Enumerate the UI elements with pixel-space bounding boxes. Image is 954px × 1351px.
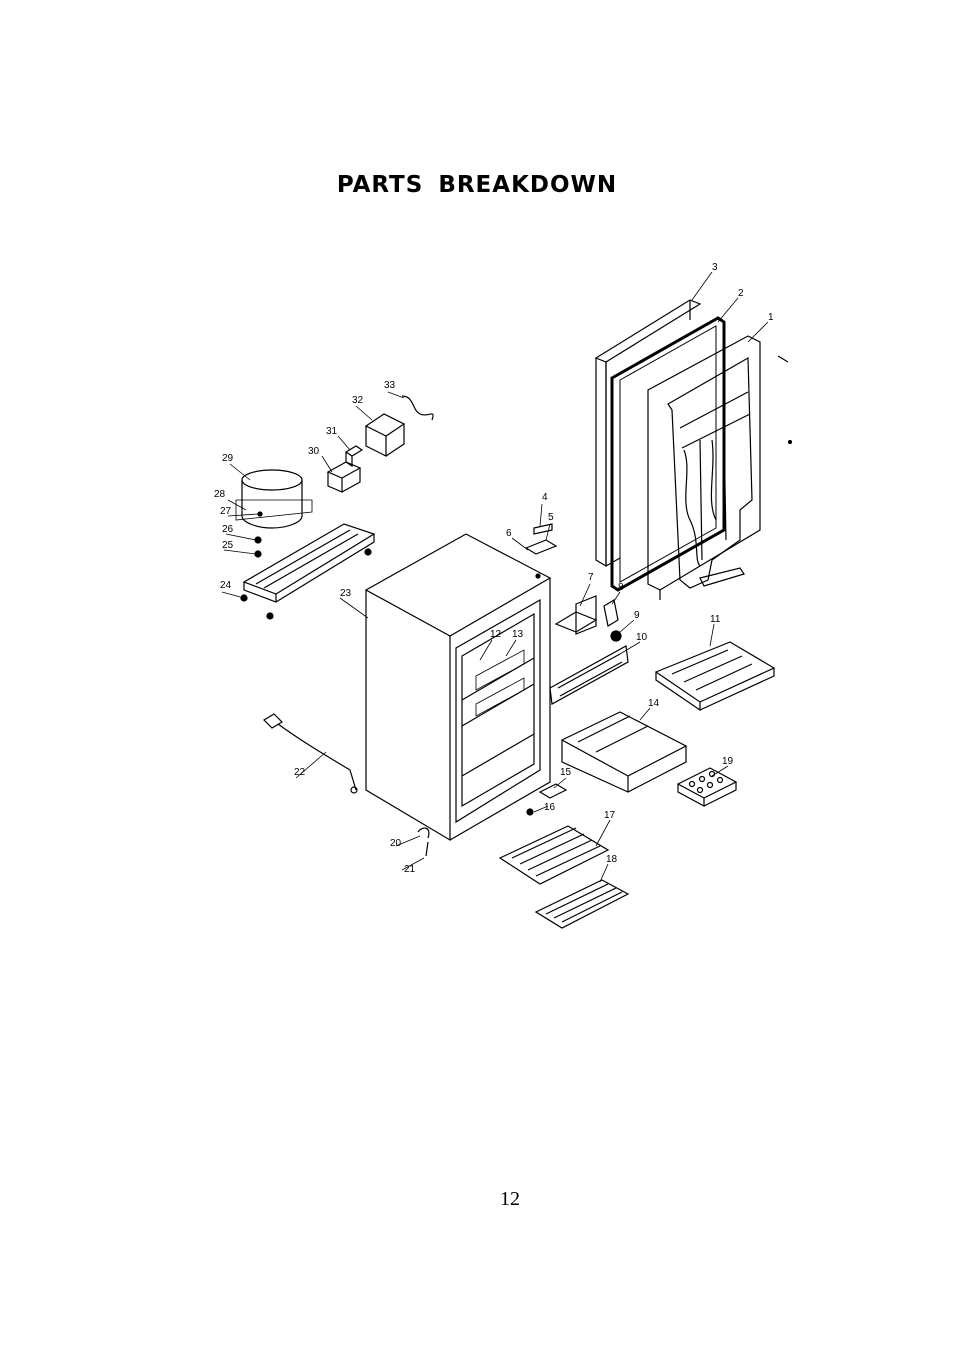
callout-11: 11 <box>710 614 721 625</box>
evaporator <box>549 645 629 705</box>
callout-23: 23 <box>340 588 352 599</box>
callout-30: 30 <box>308 446 320 457</box>
callout-20: 20 <box>390 838 402 849</box>
terminal-cover <box>364 413 406 457</box>
door-gasket <box>610 316 726 592</box>
callout-2: 2 <box>738 288 744 299</box>
callout-24: 24 <box>220 580 232 591</box>
compressor <box>235 469 313 529</box>
callout-22: 22 <box>294 767 306 778</box>
callout-10: 10 <box>636 632 648 643</box>
compressor-screws <box>240 511 372 620</box>
page-title: PARTS BREAKDOWN <box>336 172 618 198</box>
callout-15: 15 <box>560 767 572 778</box>
callout-labels: 1 2 3 4 5 6 7 8 9 10 11 12 13 14 15 16 1… <box>214 262 774 875</box>
callout-8: 8 <box>618 582 624 593</box>
callout-29: 29 <box>222 453 234 464</box>
callout-32: 32 <box>352 395 364 406</box>
callout-21: 21 <box>404 864 416 875</box>
callout-14: 14 <box>648 698 660 709</box>
callout-1: 1 <box>768 312 774 323</box>
callout-3: 3 <box>712 262 718 273</box>
page-number: 12 <box>500 1188 520 1210</box>
callout-31: 31 <box>326 426 338 437</box>
wire-shelf-upper <box>498 825 610 885</box>
callout-26: 26 <box>222 524 234 535</box>
callout-17: 17 <box>604 810 616 821</box>
callout-9: 9 <box>634 610 640 621</box>
callout-16: 16 <box>544 802 556 813</box>
door-inner-liner <box>647 335 761 600</box>
loose-screws <box>777 355 793 445</box>
callout-27: 27 <box>220 506 232 517</box>
callout-6: 6 <box>506 528 512 539</box>
callout-25: 25 <box>222 540 234 551</box>
wire-harness <box>401 395 434 421</box>
cabinet <box>364 533 552 842</box>
overload-protector <box>344 445 364 468</box>
callout-19: 19 <box>722 756 734 767</box>
thermostat-housing <box>554 595 622 642</box>
drawer-part <box>526 783 568 816</box>
leader-lines <box>221 271 769 883</box>
power-cord <box>263 713 358 794</box>
callout-13: 13 <box>512 629 524 640</box>
callout-33: 33 <box>384 380 396 391</box>
callout-18: 18 <box>606 854 618 865</box>
top-hinge <box>524 523 558 579</box>
relay-box <box>326 461 362 493</box>
bottom-hinge <box>417 827 430 857</box>
wire-shelf-lower <box>534 879 630 929</box>
drip-tray <box>654 641 776 712</box>
callout-12: 12 <box>490 629 502 640</box>
callout-5: 5 <box>548 512 554 523</box>
compressor-base-plate <box>242 523 376 603</box>
callout-7: 7 <box>588 572 594 583</box>
callout-4: 4 <box>542 492 548 503</box>
chiller-tray <box>560 711 688 793</box>
callout-28: 28 <box>214 489 226 500</box>
egg-tray <box>676 767 738 808</box>
